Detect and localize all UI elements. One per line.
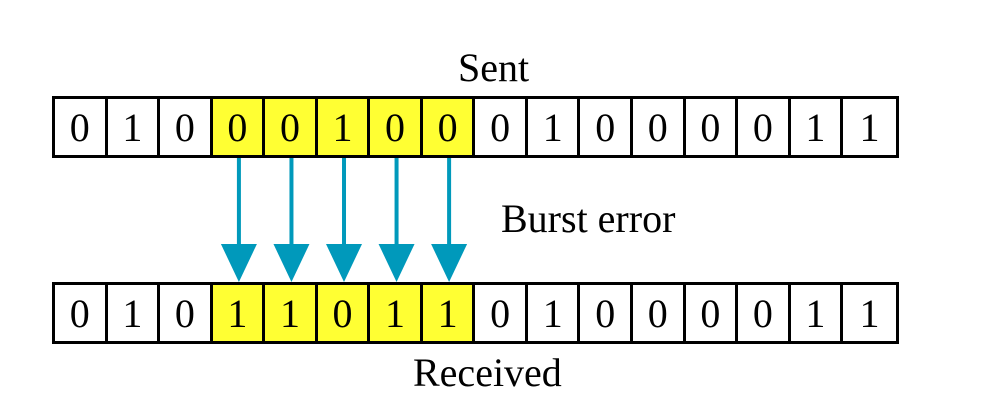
sent-bit-cell: 1 [527, 99, 581, 155]
received-bit-cell: 1 [265, 285, 318, 341]
burst-arrow-head [220, 244, 257, 282]
received-bit-cell: 1 [527, 285, 581, 341]
received-label: Received [413, 350, 562, 395]
received-bit-cell: 1 [107, 285, 161, 341]
sent-bit-cell: 0 [685, 99, 739, 155]
sent-bit-cell: 1 [317, 99, 371, 155]
received-bit-cell: 1 [422, 285, 476, 341]
sent-bit-cell: 0 [738, 99, 791, 155]
received-bit-cell: 0 [317, 285, 371, 341]
burst-arrow-head [378, 244, 415, 282]
received-bit-cell: 0 [55, 285, 108, 341]
received-bit-cell: 0 [633, 285, 686, 341]
sent-bit-cell: 0 [265, 99, 318, 155]
sent-bit-cell: 0 [55, 99, 108, 155]
received-bit-cell: 0 [160, 285, 213, 341]
received-bit-cell: 1 [790, 285, 844, 341]
sent-bit-cell: 0 [160, 99, 213, 155]
sent-bit-cell: 0 [633, 99, 686, 155]
burst-arrow-head [273, 244, 310, 282]
received-bit-cell: 0 [475, 285, 528, 341]
sent-bit-cell: 1 [107, 99, 161, 155]
received-bit-cell: 1 [370, 285, 423, 341]
sent-label: Sent [458, 45, 530, 90]
sent-bit-cell: 0 [475, 99, 528, 155]
sent-bit-cell: 1 [843, 99, 896, 155]
received-bit-cell: 1 [212, 285, 266, 341]
received-bit-cell: 1 [843, 285, 896, 341]
sent-bit-cell: 0 [212, 99, 266, 155]
sent-bit-cell: 0 [580, 99, 634, 155]
received-bit-cell: 0 [738, 285, 791, 341]
sent-bit-cell: 0 [370, 99, 423, 155]
burst-error-label: Burst error [501, 196, 676, 241]
received-bit-cell: 0 [685, 285, 739, 341]
burst-arrow-head [431, 244, 468, 282]
sent-bit-cell: 1 [790, 99, 844, 155]
received-bit-cell: 0 [580, 285, 634, 341]
burst-arrow-head [326, 244, 363, 282]
sent-bit-cell: 0 [422, 99, 476, 155]
